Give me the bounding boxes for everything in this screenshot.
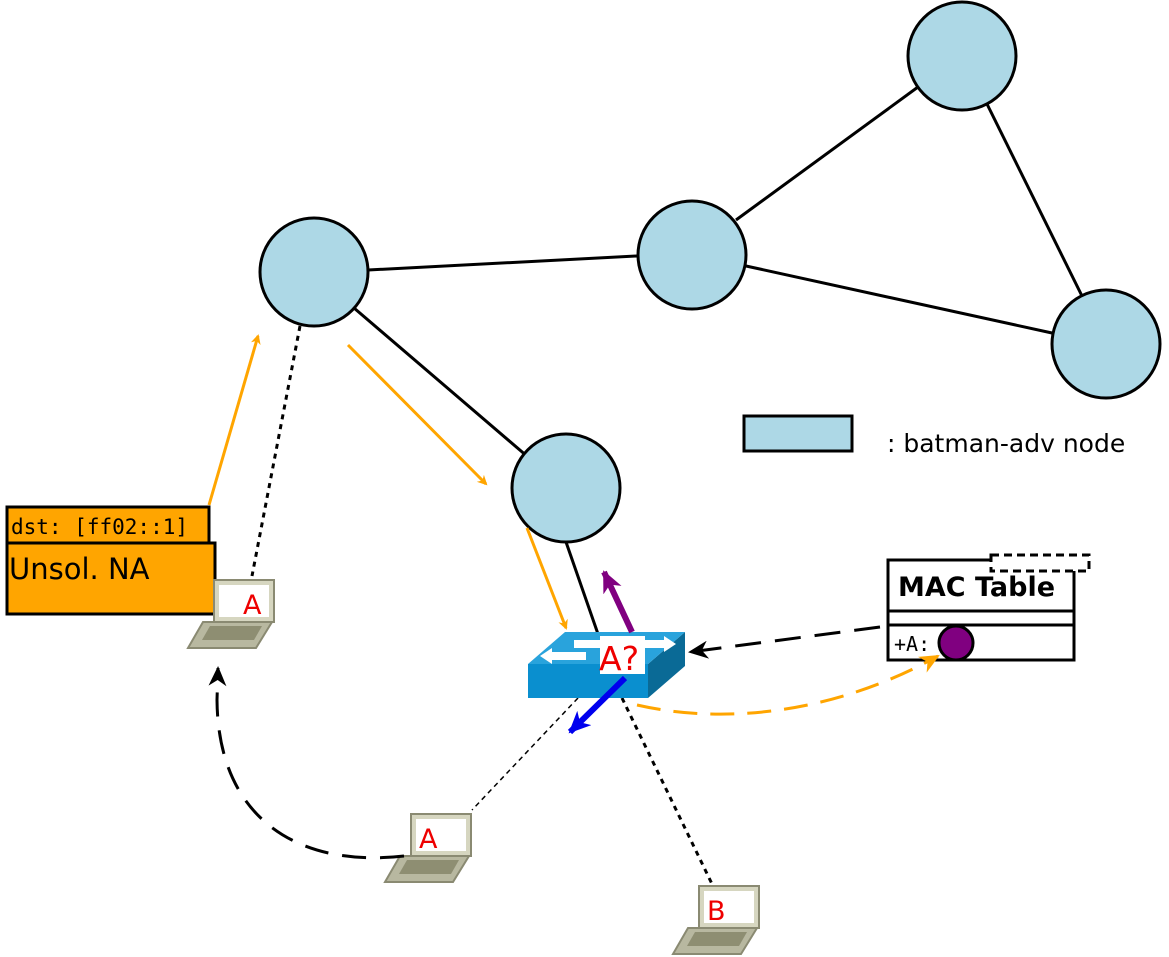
laptop-screen — [219, 585, 269, 617]
lookup-arrow — [688, 625, 881, 659]
batman-node-4 — [1050, 288, 1162, 400]
link-host-b-switch — [620, 697, 714, 885]
batman-node-5 — [510, 432, 622, 544]
host-label-b: B — [707, 896, 726, 927]
mesh-links — [353, 85, 1084, 635]
mac-table-entry-dot — [937, 624, 975, 662]
purple-query-arrow — [601, 570, 635, 634]
host-label-a-top: A — [243, 590, 262, 621]
link-n3-n4 — [985, 103, 1084, 297]
roaming-arrow — [208, 666, 405, 860]
packet-header-box — [5, 505, 211, 545]
batman-node-3 — [906, 0, 1018, 112]
link-n5-switch — [564, 541, 600, 635]
client-links — [250, 325, 714, 885]
host-label-a-bottom: A — [419, 824, 438, 855]
unsolicited-na-packet: dst: [ff02::1] Unsol. NA — [5, 505, 217, 616]
packet-header-text: dst: [ff02::1] — [11, 515, 188, 539]
multicast-arrows — [207, 334, 568, 630]
link-n1-n5 — [353, 306, 529, 459]
arrow-n1-to-n5 — [346, 343, 488, 486]
mac-table: MAC Table +A: — [886, 553, 1091, 662]
laptop-keyboard — [687, 932, 747, 946]
packet-body-text: Unsol. NA — [9, 552, 150, 586]
laptop-a-top: A — [186, 579, 275, 649]
laptop-b: B — [671, 885, 760, 955]
blue-reply-arrow — [567, 675, 628, 735]
batman-nodes — [258, 0, 1162, 544]
mac-table-entry-label: +A: — [894, 632, 930, 656]
legend-swatch — [742, 414, 854, 453]
learn-arrow — [636, 654, 940, 716]
mac-table-title: MAC Table — [898, 572, 1055, 603]
legend-label: : batman-adv node — [887, 429, 1125, 458]
legend: : batman-adv node — [742, 414, 1125, 458]
packet-body-box — [5, 541, 217, 616]
laptop-keyboard — [399, 860, 459, 874]
laptop-screen — [416, 819, 466, 851]
link-host-a-bottom-switch — [471, 697, 579, 811]
laptop-screen — [704, 891, 754, 923]
laptop-keyboard — [202, 626, 262, 640]
switch-query-label: A? — [599, 639, 639, 678]
batman-node-1 — [258, 216, 370, 328]
link-host-a-top-n1 — [250, 325, 302, 577]
link-n2-n4 — [745, 264, 1053, 335]
arrow-n5-to-switch — [525, 527, 568, 630]
switch-query-box — [600, 636, 645, 674]
link-n1-n2 — [367, 254, 638, 272]
batman-node-2 — [636, 199, 748, 311]
mac-table-tab — [989, 553, 1091, 573]
laptop-a-bottom: A — [383, 813, 472, 883]
arrow-packet-to-n1 — [207, 334, 261, 506]
link-n2-n3 — [735, 85, 919, 222]
switch-side — [648, 632, 685, 698]
